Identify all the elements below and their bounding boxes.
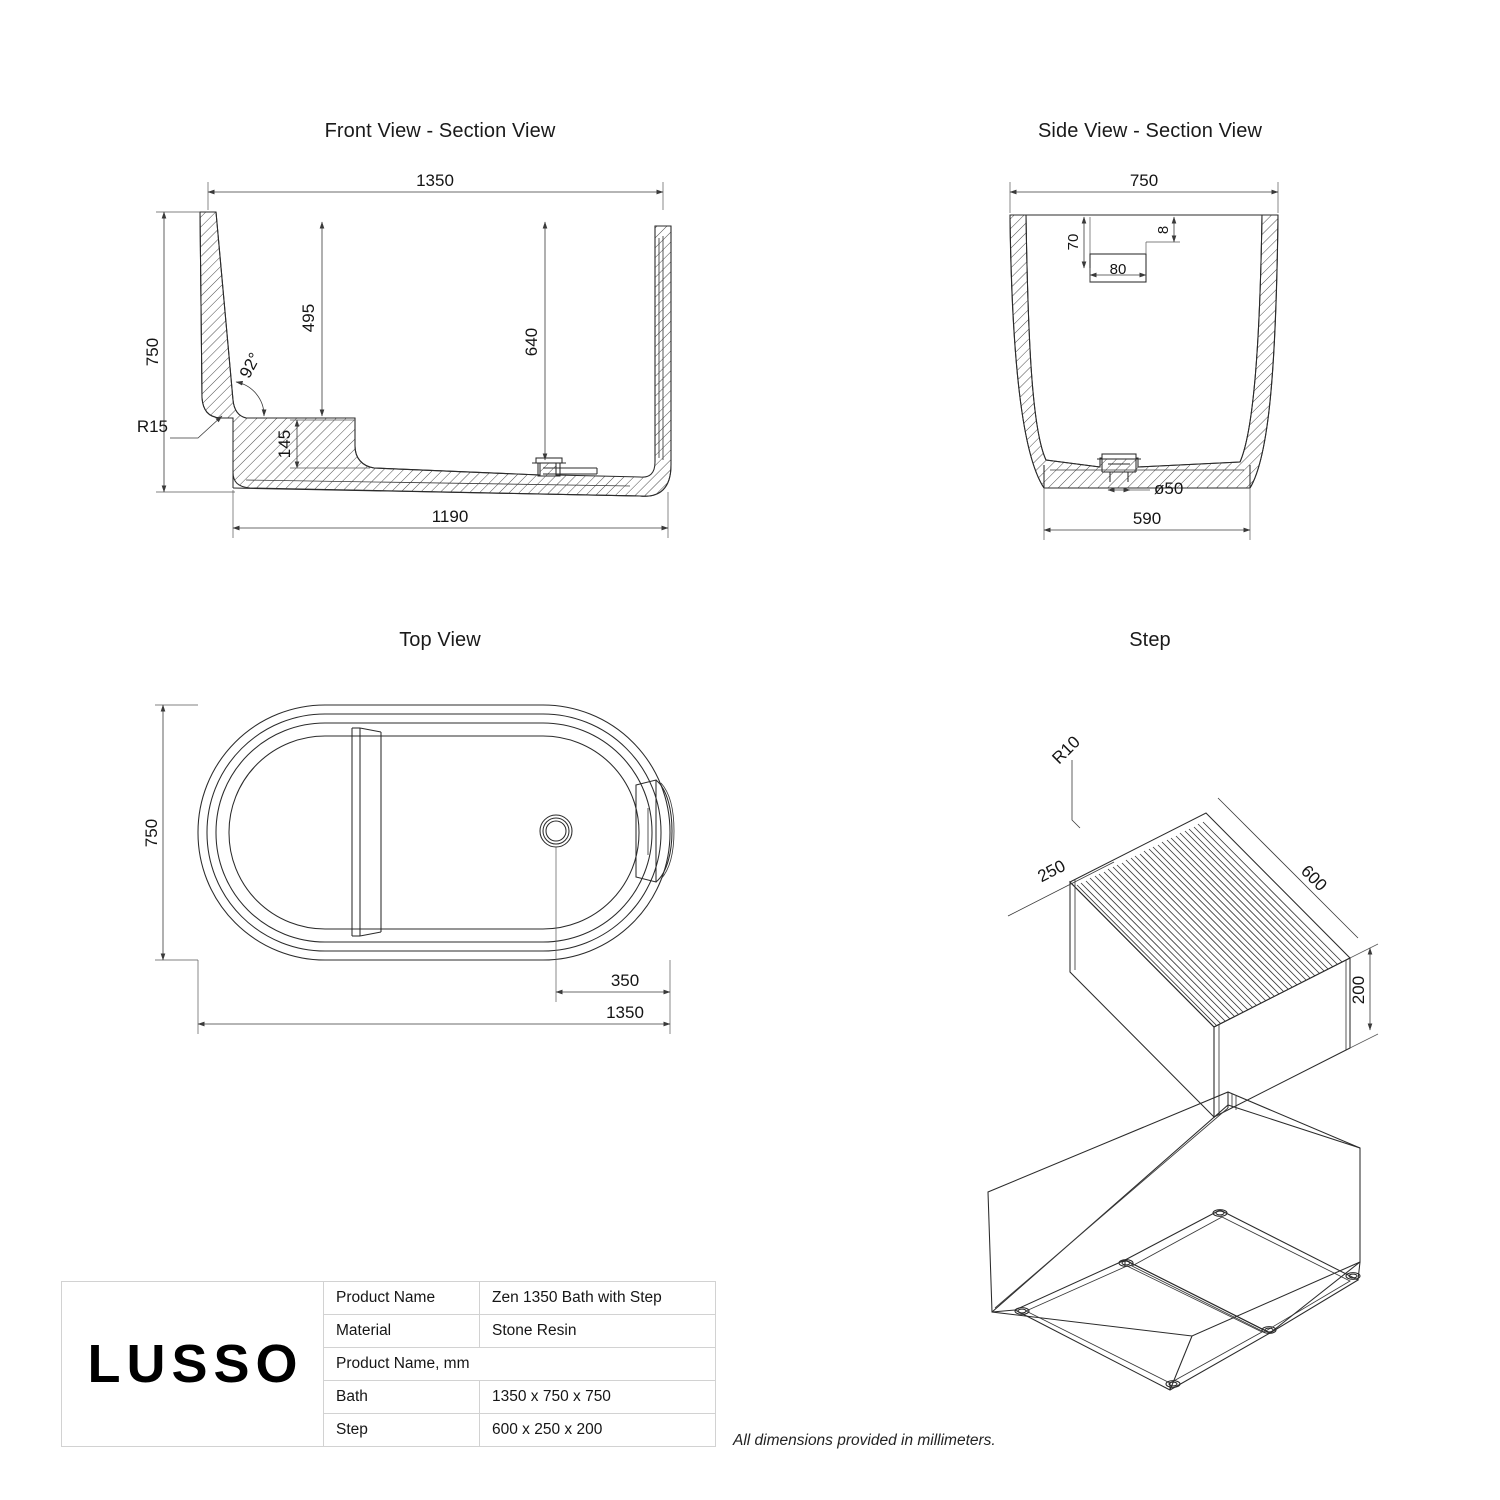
top-view-drawing: 750 350 1350 (142, 704, 675, 1034)
dim-step-length-600: 600 (1217, 797, 1359, 939)
drain-fitting-front (532, 457, 598, 477)
dim-label-top-750: 750 (142, 819, 161, 847)
dim-label-590: 590 (1133, 509, 1161, 528)
dim-label-350: 350 (611, 971, 639, 990)
dim-label-70: 70 (1065, 234, 1082, 251)
dim-label-495: 495 (299, 304, 318, 332)
annot-radius-r15: R15 (137, 415, 223, 439)
dim-waste-diameter: ø50 (1107, 479, 1183, 498)
drain-plan (539, 814, 573, 848)
bath-side-section-profile (1009, 214, 1279, 489)
bath-section-profile (199, 211, 672, 497)
spec-key-units-header: Product Name, mm (324, 1347, 715, 1381)
dim-step-height-145: 145 (275, 419, 370, 469)
annot-angle-92deg: 92° (235, 350, 267, 417)
dim-overall-height-750: 750 (143, 211, 235, 493)
dim-drain-offset-350: 350 (555, 847, 671, 1002)
spec-value-bath: 1350 x 750 x 750 (479, 1380, 715, 1414)
table-row: Step 600 x 250 x 200 (324, 1413, 715, 1446)
dim-label-r15: R15 (137, 417, 168, 436)
step-block-isometric (1069, 812, 1351, 1119)
dim-label-8: 8 (1155, 226, 1172, 234)
spec-key-material: Material (324, 1314, 480, 1348)
dim-label-640: 640 (522, 328, 541, 356)
dim-overall-width-1350: 1350 (207, 171, 664, 210)
dim-step-height-200: 200 (1349, 943, 1379, 1049)
side-view-title: Side View - Section View (1037, 120, 1262, 142)
dim-base-width-1190: 1190 (232, 490, 669, 538)
dim-inner-depth-640: 640 (522, 221, 548, 461)
dim-label-side-750: 750 (1130, 171, 1158, 190)
title-block: LUSSO Product Name Zen 1350 Bath with St… (61, 1281, 716, 1447)
spec-value-material: Stone Resin (479, 1314, 715, 1348)
dim-label-o50: ø50 (1154, 479, 1183, 498)
dim-label-1190: 1190 (432, 507, 469, 526)
footer-note: All dimensions provided in millimeters. (733, 1432, 996, 1449)
spec-value-step: 600 x 250 x 200 (492, 1421, 603, 1438)
dim-label-200: 200 (1349, 976, 1368, 1004)
dim-side-width-750: 750 (1009, 171, 1279, 213)
dim-label-80: 80 (1110, 261, 1127, 278)
step-view-title: Step (1129, 629, 1171, 651)
table-row: Product Name Zen 1350 Bath with Step (324, 1282, 715, 1315)
dim-label-250: 250 (1035, 856, 1069, 886)
brand-cell: LUSSO (62, 1282, 324, 1446)
dim-overflow-detail: 70 8 80 (1065, 216, 1180, 283)
step-underside-isometric-drawing (987, 1091, 1361, 1391)
step-isometric-drawing: 250 600 200 R10 (1007, 732, 1379, 1119)
lusso-logo: LUSSO (87, 1334, 304, 1394)
step-ribs (1076, 821, 1348, 1027)
dim-label-145: 145 (275, 430, 294, 458)
table-row: Product Name, mm (324, 1347, 715, 1381)
front-view-section-drawing: 1350 750 495 640 145 (137, 171, 672, 538)
dim-label-750: 750 (143, 338, 162, 366)
front-view-title: Front View - Section View (324, 120, 556, 142)
spec-table: Product Name Zen 1350 Bath with Step Mat… (324, 1282, 715, 1446)
dim-label-92deg: 92° (236, 350, 265, 382)
table-row: Material Stone Resin (324, 1314, 715, 1348)
dim-label-1350: 1350 (416, 171, 454, 190)
dim-label-600: 600 (1297, 861, 1330, 894)
spec-key-product-name: Product Name (324, 1282, 480, 1315)
dim-top-length-1350: 1350 (197, 960, 671, 1034)
annot-step-radius-r10: R10 (1048, 732, 1084, 829)
bath-plan-outline (197, 704, 675, 961)
dim-side-base-590: 590 (1043, 488, 1251, 540)
table-row: Bath 1350 x 750 x 750 (324, 1380, 715, 1414)
fixing-holes (1014, 1209, 1361, 1388)
top-view-title: Top View (399, 629, 481, 651)
dim-inner-depth-495: 495 (299, 221, 325, 417)
step-underside-block (987, 1091, 1361, 1391)
spec-key-step: Step (324, 1413, 480, 1446)
dim-top-depth-750: 750 (142, 704, 198, 961)
dim-label-r10: R10 (1048, 732, 1083, 767)
drain-fitting-side (1097, 453, 1141, 482)
spec-key-bath: Bath (324, 1380, 480, 1414)
side-view-section-drawing: 750 70 8 80 ø50 590 (1009, 171, 1279, 540)
dim-label-top-1350: 1350 (606, 1003, 644, 1022)
spec-value-product-name: Zen 1350 Bath with Step (479, 1282, 715, 1315)
